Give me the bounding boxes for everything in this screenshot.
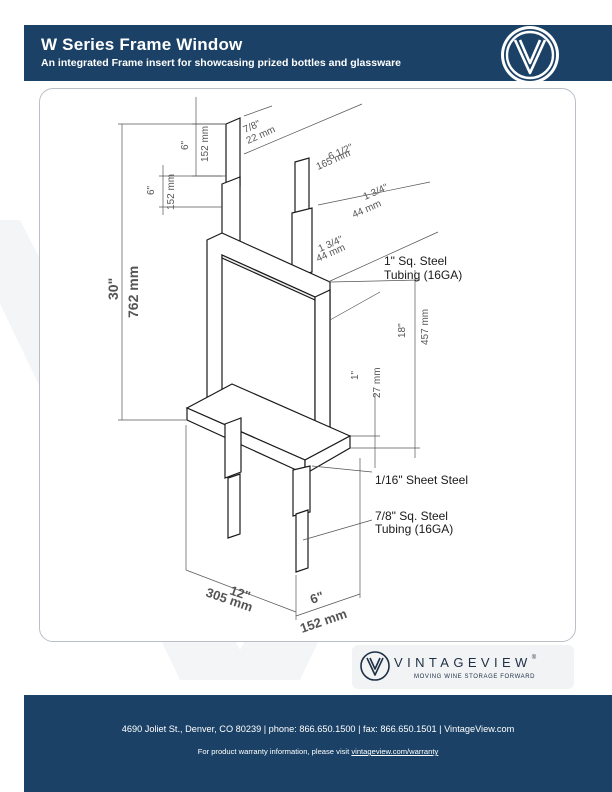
dim-post-top-in: 6" (180, 140, 191, 150)
brand-name: VINTAGEVIEW® (394, 655, 541, 670)
warranty-link[interactable]: vintageview.com/warranty (351, 747, 439, 756)
leg-left-sleeve (224, 417, 242, 479)
leg-right (295, 509, 309, 573)
brand-box: VINTAGEVIEW® MOVING WINE STORAGE FORWARD (352, 645, 574, 689)
dim-shelf-in: 1" (350, 370, 361, 380)
page-subtitle: An integrated Frame insert for showcasin… (41, 57, 401, 69)
callout-tube-1-line1: 1" Sq. Steel (384, 254, 447, 268)
dim-post-left-mm: 152 mm (166, 174, 177, 210)
footer: 4690 Joliet St., Denver, CO 80239 | phon… (24, 695, 612, 792)
dim-leg-in: 6" (308, 588, 326, 607)
callout-tube-1-line2: Tubing (16GA) (384, 268, 462, 282)
brand-tagline: MOVING WINE STORAGE FORWARD (414, 674, 536, 680)
dim-side-mm: 457 mm (420, 309, 431, 345)
dim-post-top-mm: 152 mm (200, 126, 211, 162)
dim-shelf-mm: 27 mm (372, 367, 383, 398)
footer-warranty: For product warranty information, please… (197, 747, 439, 756)
post-sleeve-right (291, 207, 313, 279)
leg-left (227, 473, 241, 539)
callout-tube-2-line2: Tubing (16GA) (375, 522, 453, 536)
dim-side-in: 18" (397, 323, 408, 338)
footer-address: 4690 Joliet St., Denver, CO 80239 | phon… (121, 724, 515, 734)
dim-height-mm: 762 mm (125, 266, 141, 318)
callout-tube-2-line1: 7/8" Sq. Steel (375, 509, 448, 523)
page-title: W Series Frame Window (41, 35, 243, 54)
vintageview-brand-icon (360, 651, 390, 681)
callout-sheet: 1/16" Sheet Steel (375, 473, 468, 487)
dim-leg-mm: 152 mm (298, 606, 349, 636)
dim-height-in: 30" (105, 278, 121, 300)
top-post-right (294, 157, 310, 218)
vintageview-logo-icon (501, 26, 559, 84)
dim-width-in: 12" (228, 583, 252, 604)
dim-post-left-in: 6" (146, 185, 157, 195)
leg-right-sleeve (292, 465, 311, 517)
